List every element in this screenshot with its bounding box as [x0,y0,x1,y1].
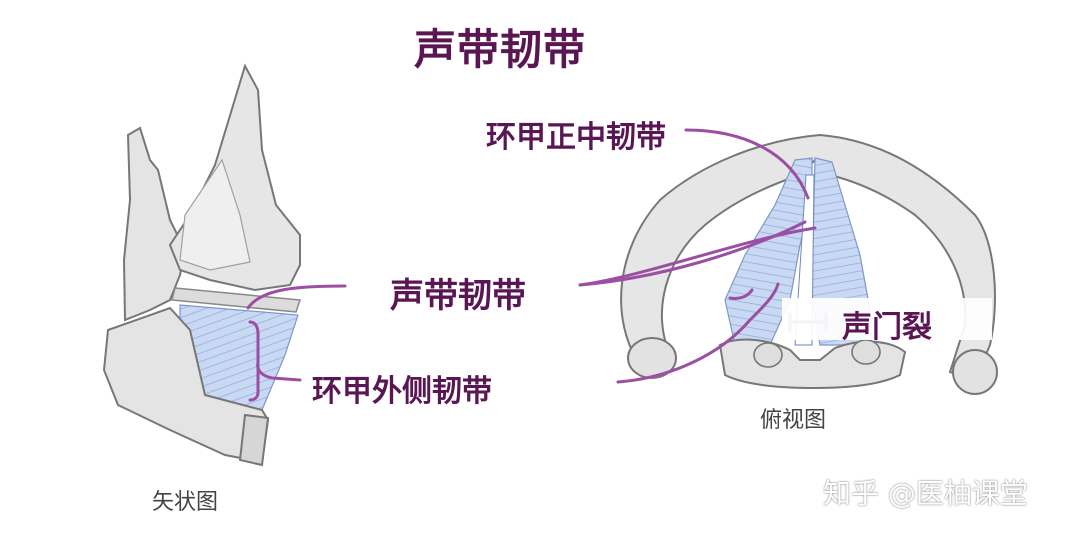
leader-vocal-right-a [578,226,817,287]
glottis-label-background [782,298,992,340]
sagittal-view [102,63,302,467]
page-title: 声带韧带 [414,25,587,74]
watermark: 知乎 @医柚课堂 [823,477,1028,510]
vocal-ligament-band [171,287,302,313]
caption-sagittal-view: 矢状图 [152,490,219,515]
label-glottis: 声门裂 [842,310,932,345]
leader-glottis-lower [616,282,780,384]
label-lateral-cricothyroid-ligament: 环甲外侧韧带 [312,374,492,409]
leader-cricothyroid-median [684,128,810,200]
cartilage-knob-right [952,349,998,395]
thyroid-cartilage [122,126,187,322]
leader-vocal-left [246,284,347,310]
arytenoid-left [753,342,783,368]
arytenoid-right [851,339,881,365]
bracket-glottis [728,288,754,300]
membrane [179,158,251,271]
bracket-lateral-cricothyroid [248,320,260,402]
label-vocal-ligament: 声带韧带 [390,276,526,316]
caption-top-view: 俯视图 [760,408,827,433]
leader-vocal-right-b [578,220,807,287]
thyroid-cartilage-top [620,133,996,382]
label-cricothyroid-median-ligament: 环甲正中韧带 [486,120,666,155]
top-view [620,133,998,395]
cricoid-ring [238,413,270,467]
